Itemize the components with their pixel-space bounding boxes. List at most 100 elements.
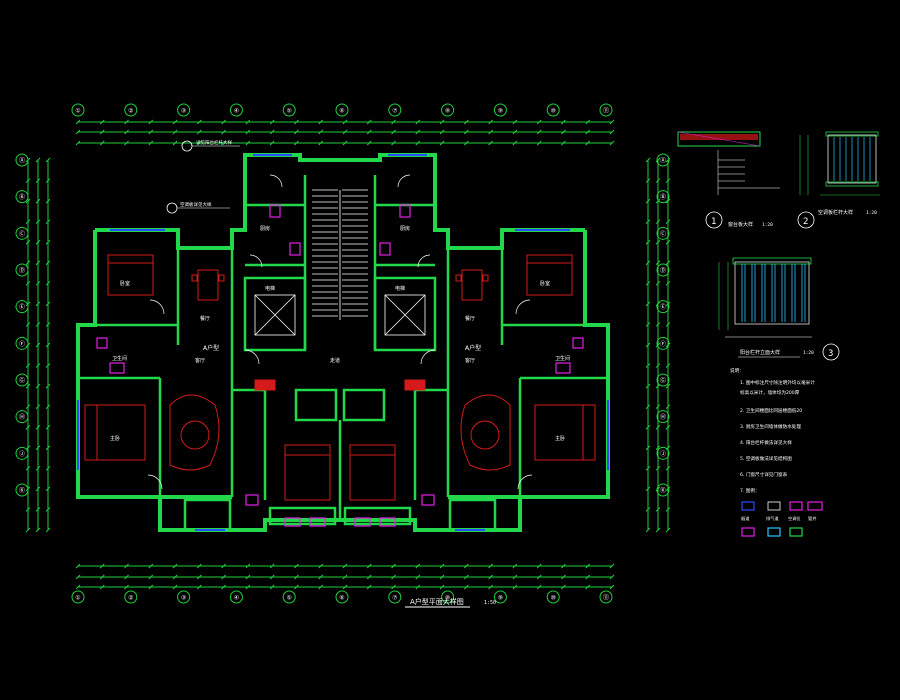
axis-bubble: [656, 300, 670, 314]
axis-bubble: [388, 590, 402, 604]
svg-text:A户型平面大样图: A户型平面大样图: [410, 597, 464, 606]
axis-label: Ⓗ: [660, 413, 666, 421]
room-labels: 卧室 卧室 客厅 客厅 餐厅 餐厅 厨房 厨房 卫生间 卫生间 主卧 主卧 电梯…: [110, 225, 570, 442]
door-swings: [147, 174, 533, 490]
svg-text:详见阳台栏杆大样: 详见阳台栏杆大样: [196, 139, 232, 146]
axis-label: Ⓕ: [660, 340, 666, 348]
callouts: 详见阳台栏杆大样 空调板详见大样: [166, 139, 240, 214]
axis-bubble: [335, 590, 349, 604]
axis-label: Ⓖ: [660, 377, 666, 385]
axis-label: ②: [128, 108, 133, 115]
svg-text:1:20: 1:20: [866, 210, 877, 216]
axis-label: Ⓕ: [19, 340, 25, 348]
axis-bubble: [124, 590, 138, 604]
axis-bubble: [656, 483, 670, 497]
detail-2-ac-railing: 2 空调板栏杆大样 1:20: [797, 131, 880, 229]
svg-text:客厅: 客厅: [195, 357, 205, 364]
axis-label: ⑪: [603, 594, 609, 602]
axis-label: Ⓒ: [19, 230, 25, 238]
axis-label: Ⓑ: [660, 193, 666, 201]
plan-title: A户型平面大样图 1:50: [405, 597, 496, 608]
fixtures: [96, 204, 584, 527]
axis-bubble: [15, 446, 29, 460]
axis-label: Ⓚ: [660, 487, 666, 495]
axis-bubble: [441, 103, 455, 117]
axis-label: Ⓓ: [660, 267, 666, 275]
axis-label: ⑨: [498, 108, 503, 115]
detail-1-window-sill: 1 窗台板大样 1:20: [677, 131, 780, 229]
svg-text:卫生间: 卫生间: [112, 355, 127, 362]
axis-bubble: [656, 373, 670, 387]
axis-label: ③: [181, 595, 186, 602]
axis-bubble: [656, 336, 670, 350]
svg-text:管井: 管井: [808, 515, 816, 522]
axis-bubble: [656, 410, 670, 424]
axis-bubble: [15, 336, 29, 350]
interior-walls: [78, 175, 608, 532]
axis-bubble: [388, 103, 402, 117]
exterior-walls: [76, 153, 610, 532]
axis-label: Ⓙ: [660, 450, 666, 458]
axis-bubble: [15, 153, 29, 167]
svg-text:1: 1: [711, 217, 716, 227]
svg-text:电梯: 电梯: [265, 285, 275, 292]
axis-bubble: [15, 410, 29, 424]
axis-bubble: [15, 483, 29, 497]
svg-text:厨房: 厨房: [400, 225, 410, 232]
axis-label: ①: [75, 595, 80, 602]
svg-text:2. 卫生间楼面比同层楼面低20: 2. 卫生间楼面比同层楼面低20: [740, 407, 802, 414]
axis-bubble: [335, 103, 349, 117]
svg-text:阳台栏杆立面大样: 阳台栏杆立面大样: [740, 349, 780, 356]
axis-label: ⑦: [392, 108, 397, 115]
axis-label: Ⓐ: [660, 157, 666, 165]
svg-text:客厅: 客厅: [465, 357, 475, 364]
axis-bubble: [546, 103, 560, 117]
axis-bubble: [282, 590, 296, 604]
dimension-lines: [27, 121, 669, 588]
axis-bubble: [177, 590, 191, 604]
svg-text:4. 阳台栏杆做法详见大样: 4. 阳台栏杆做法详见大样: [740, 439, 792, 446]
svg-text:主卧: 主卧: [555, 435, 565, 442]
axis-label: ⑧: [445, 595, 450, 602]
legend: 烟道 排气道 空调位 管井: [741, 501, 823, 537]
svg-text:6. 门窗尺寸详见门窗表: 6. 门窗尺寸详见门窗表: [740, 471, 788, 478]
axis-label: Ⓖ: [19, 377, 25, 385]
axis-label: Ⓒ: [660, 230, 666, 238]
svg-text:烟道: 烟道: [741, 515, 750, 522]
svg-text:1:20: 1:20: [803, 350, 814, 356]
axis-label: ④: [234, 595, 239, 602]
svg-text:走道: 走道: [330, 357, 340, 364]
axis-label: ⑤: [287, 595, 292, 602]
axis-label: ⑥: [339, 595, 344, 602]
svg-text:卧室: 卧室: [120, 280, 130, 287]
axis-bubble: [15, 190, 29, 204]
svg-text:1:50: 1:50: [484, 600, 496, 606]
axis-label: ③: [181, 108, 186, 115]
axis-bubble: [71, 103, 85, 117]
svg-text:电梯: 电梯: [395, 285, 405, 292]
axis-bubble: [282, 103, 296, 117]
axis-bubble: [229, 103, 243, 117]
axis-bubble: [15, 226, 29, 240]
axis-bubble: [15, 373, 29, 387]
axis-label: ⑤: [287, 108, 292, 115]
furniture: [84, 254, 596, 501]
axis-bubble: [229, 590, 243, 604]
svg-text:3: 3: [828, 349, 833, 359]
axis-label: Ⓚ: [19, 487, 25, 495]
svg-text:空调板详见大样: 空调板详见大样: [180, 201, 212, 208]
svg-text:餐厅: 餐厅: [465, 315, 475, 322]
svg-text:2: 2: [803, 217, 808, 227]
axis-label: ①: [75, 108, 80, 115]
detail-3-balcony-railing: 阳台栏杆立面大样 1:20 3: [718, 257, 840, 361]
axis-label: ⑪: [603, 107, 609, 115]
axis-label: ⑥: [339, 108, 344, 115]
axis-label: Ⓙ: [19, 450, 25, 458]
axis-bubble: [493, 103, 507, 117]
axis-label: ⑩: [551, 595, 556, 602]
axis-label: ⑩: [551, 108, 556, 115]
